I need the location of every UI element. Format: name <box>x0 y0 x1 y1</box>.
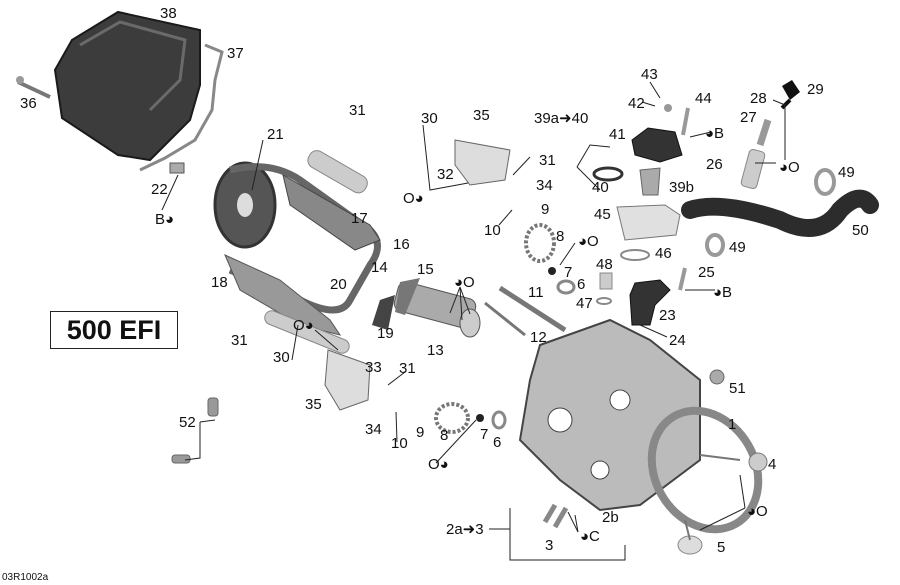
timing-gear-icon <box>213 161 277 249</box>
callout-26: 26 <box>706 156 723 173</box>
callout-19: 19 <box>377 325 394 342</box>
callout-27: 27 <box>740 109 757 126</box>
callout-31d: 31 <box>399 360 416 377</box>
callout-30b-lube: O◕ <box>293 317 314 334</box>
callout-21: 21 <box>267 126 284 143</box>
callout-23: 23 <box>659 307 676 324</box>
callout-7b: 7 <box>480 426 489 443</box>
callout-41: 41 <box>609 126 626 143</box>
camshaft-icon <box>393 281 481 338</box>
callout-35a: 35 <box>473 107 490 124</box>
callout-48: 48 <box>596 256 613 273</box>
callout-10a: 10 <box>484 222 501 239</box>
callout-31c: 31 <box>231 332 248 349</box>
cam-lever-icon <box>372 295 395 330</box>
callout-6a: 6 <box>577 276 586 293</box>
callout-7b-lube: O◕ <box>428 456 449 473</box>
callout-24: 24 <box>669 332 686 349</box>
callout-31b: 31 <box>539 152 556 169</box>
model-label: 500 EFI <box>50 311 178 349</box>
callout-28: 28 <box>750 90 767 107</box>
head-gasket-icon <box>647 406 763 534</box>
callout-39a: 39a➜40 <box>534 110 589 127</box>
callout-44-lube: ◕B <box>705 125 725 142</box>
callout-22: 22 <box>151 181 168 198</box>
coolant-hose-icon <box>681 189 879 237</box>
callout-5: 5 <box>717 539 726 556</box>
sensor-icon <box>782 80 800 100</box>
callout-9a: 9 <box>541 201 550 218</box>
callout-17: 17 <box>351 210 368 227</box>
callout-42: 42 <box>628 95 645 112</box>
callout-44: 44 <box>695 90 712 107</box>
callout-50: 50 <box>852 222 869 239</box>
timing-chain-icon <box>228 163 381 314</box>
rocker-arm-lower-icon <box>324 349 371 411</box>
callout-49b: 49 <box>729 239 746 256</box>
callout-12: 12 <box>530 329 547 346</box>
callout-43: 43 <box>641 66 658 83</box>
callout-25-lube: ◕B <box>713 284 733 301</box>
callout-4: 4 <box>768 456 777 473</box>
callout-14: 14 <box>371 259 388 276</box>
callout-47: 47 <box>576 295 593 312</box>
valve-cover-gasket-icon <box>139 43 224 172</box>
callout-22-lube: B◕ <box>155 211 175 228</box>
callout-20: 20 <box>330 276 347 293</box>
callout-8b: 8 <box>440 427 449 444</box>
thermostat-housing-icon <box>631 127 683 163</box>
coolant-outlet-icon <box>616 204 681 241</box>
callout-8a: 8 <box>556 228 565 245</box>
callout-30a: 30 <box>421 110 438 127</box>
callout-10b: 10 <box>391 435 408 452</box>
callout-3: 3 <box>545 537 554 554</box>
chain-tensioner-guide-icon <box>224 254 342 336</box>
valve-spring-icon <box>434 223 556 434</box>
callout-3-lube: ◕C <box>580 528 600 545</box>
head-bolt-icon <box>498 285 567 333</box>
callout-35b: 35 <box>305 396 322 413</box>
callout-29: 29 <box>807 81 824 98</box>
callout-52: 52 <box>179 414 196 431</box>
callout-49a: 49 <box>838 164 855 181</box>
callout-9b: 9 <box>416 424 425 441</box>
callout-36: 36 <box>20 95 37 112</box>
callout-26-lube: ◕O <box>779 159 800 176</box>
callout-8-lube: ◕O <box>578 233 599 250</box>
callout-1: 1 <box>728 416 737 433</box>
callout-46: 46 <box>655 245 672 262</box>
callout-15: 15 <box>417 261 434 278</box>
callout-40a: 40 <box>592 179 609 196</box>
callout-32: 32 <box>437 166 454 183</box>
callout-30b: 30 <box>273 349 290 366</box>
callout-33: 33 <box>365 359 382 376</box>
callout-11: 11 <box>528 284 544 301</box>
callout-13: 13 <box>427 342 444 359</box>
callout-32-lube: O◕ <box>403 190 424 207</box>
callout-13-lube: ◕O <box>454 274 475 291</box>
callout-34b: 34 <box>365 421 382 438</box>
callout-31a: 31 <box>349 102 366 119</box>
callout-45: 45 <box>594 206 611 223</box>
callout-7a: 7 <box>564 264 573 281</box>
callout-34a: 34 <box>536 177 553 194</box>
callout-4-lube: ◕O <box>747 503 768 520</box>
callout-39b: 39b <box>669 179 695 196</box>
callout-25: 25 <box>698 264 715 281</box>
callout-2b: 2b <box>602 509 619 526</box>
callout-18: 18 <box>211 274 228 291</box>
callout-51: 51 <box>729 380 746 397</box>
callout-37: 37 <box>227 45 244 62</box>
rocker-arm-icon <box>454 139 511 186</box>
chain-guide-icon <box>282 173 381 251</box>
callout-2a: 2a➜3 <box>446 521 484 538</box>
figure-code: 03R1002a <box>2 572 49 583</box>
callout-38: 38 <box>160 5 177 22</box>
callout-6b: 6 <box>493 434 502 451</box>
thermostat-icon <box>639 167 661 196</box>
callout-16: 16 <box>393 236 410 253</box>
valve-cover-icon <box>53 10 201 162</box>
actuator-icon <box>629 279 671 326</box>
